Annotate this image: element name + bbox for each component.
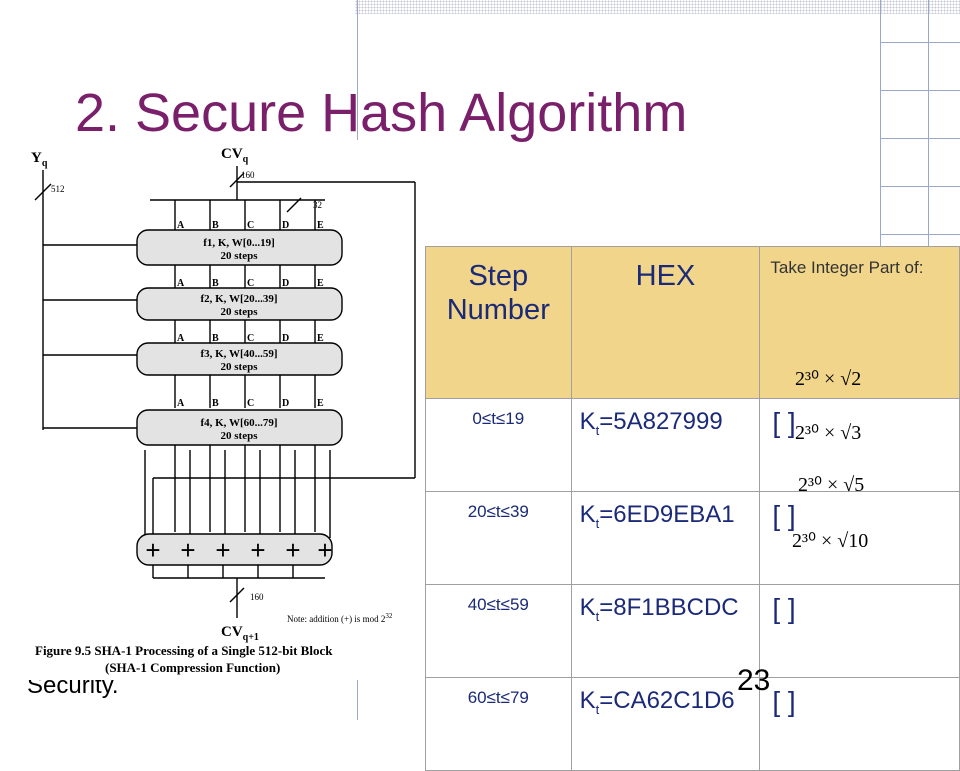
round-1-steps: 20 steps [221, 250, 259, 262]
svg-text:D: D [282, 398, 289, 409]
sha1-constants-table: Step Number HEX Take Integer Part of: 0≤… [425, 246, 960, 771]
decorative-line [880, 186, 960, 187]
svg-text:A: A [177, 398, 185, 409]
round-4-function: f4, K, W[60...79] [200, 417, 277, 429]
formula-sqrt-10: 2³⁰ × √10 [792, 530, 869, 552]
width-label: 160 [250, 592, 264, 602]
svg-text:+: + [285, 535, 300, 565]
header-hex: HEX [570, 246, 761, 399]
round-1-function: f1, K, W[0...19] [203, 237, 275, 249]
svg-text:+: + [145, 535, 160, 565]
integer-part-bracket: [ ] [759, 398, 960, 492]
svg-text:B: B [212, 278, 219, 289]
hex-constant: Kt=5A827999 [570, 398, 761, 492]
decorative-line [880, 138, 960, 139]
round-3-function: f3, K, W[40...59] [200, 348, 277, 360]
decorative-line [880, 90, 960, 91]
svg-text:C: C [247, 398, 254, 409]
y-label: Yq [31, 150, 48, 169]
svg-text:C: C [247, 278, 254, 289]
svg-text:E: E [317, 220, 324, 231]
svg-text:+: + [250, 535, 265, 565]
width-label: 160 [241, 170, 255, 180]
figure-caption-line-1: Figure 9.5 SHA-1 Processing of a Single … [35, 643, 333, 658]
round-3-steps: 20 steps [221, 361, 259, 373]
svg-text:E: E [317, 333, 324, 344]
width-label: 512 [51, 184, 65, 194]
svg-text:A: A [177, 333, 185, 344]
svg-text:E: E [317, 398, 324, 409]
svg-text:C: C [247, 220, 254, 231]
table-row: 0≤t≤19 Kt=5A827999 [ ] [425, 398, 960, 492]
svg-text:+: + [180, 535, 195, 565]
svg-text:B: B [212, 220, 219, 231]
round-4-steps: 20 steps [221, 430, 259, 442]
svg-text:E: E [317, 278, 324, 289]
svg-text:A: A [177, 220, 185, 231]
modulo-note: Note: addition (+) is mod 232 [287, 612, 393, 624]
table-row: 40≤t≤59 Kt=8F1BBCDC [ ] [425, 584, 960, 678]
step-range: 60≤t≤79 [425, 677, 572, 771]
svg-text:C: C [247, 333, 254, 344]
integer-part-bracket: [ ] [759, 584, 960, 678]
step-range: 40≤t≤59 [425, 584, 572, 678]
header-step-number: Step Number [425, 246, 572, 399]
svg-text:+: + [317, 535, 332, 565]
formula-sqrt-3: 2³⁰ × √3 [795, 422, 862, 444]
figure-caption-line-2: (SHA-1 Compression Function) [105, 660, 280, 675]
integer-part-bracket: [ ] [759, 491, 960, 585]
formula-sqrt-5: 2³⁰ × √5 [798, 474, 865, 496]
decorative-dot-band [355, 0, 960, 14]
cv-output-label: CVq+1 [221, 624, 259, 643]
decorative-line [880, 42, 960, 43]
hex-constant: Kt=CA62C1D6 [570, 677, 761, 771]
decorative-line [880, 234, 960, 235]
table-row: 60≤t≤79 Kt=CA62C1D6 [ ] [425, 677, 960, 771]
round-2-function: f2, K, W[20...39] [200, 293, 277, 305]
hex-constant: Kt=8F1BBCDC [570, 584, 761, 678]
width-label: 32 [313, 200, 322, 210]
svg-text:D: D [282, 333, 289, 344]
svg-text:+: + [215, 535, 230, 565]
table-header-row: Step Number HEX Take Integer Part of: [425, 246, 960, 399]
integer-part-bracket: [ ] [759, 677, 960, 771]
slide-title: 2. Secure Hash Algorithm [75, 83, 688, 143]
svg-text:B: B [212, 398, 219, 409]
page-number: 23 [737, 664, 771, 697]
sha1-compression-figure: Yq CVq 512 160 32 160 [25, 140, 425, 680]
round-2-steps: 20 steps [221, 306, 259, 318]
svg-text:A: A [177, 278, 185, 289]
formula-sqrt-2: 2³⁰ × √2 [795, 368, 862, 390]
svg-text:B: B [212, 333, 219, 344]
table-row: 20≤t≤39 Kt=6ED9EBA1 [ ] [425, 491, 960, 585]
step-range: 0≤t≤19 [425, 398, 572, 492]
svg-text:D: D [282, 278, 289, 289]
step-range: 20≤t≤39 [425, 491, 572, 585]
svg-text:D: D [282, 220, 289, 231]
cv-label: CVq [221, 146, 249, 165]
header-take-integer: Take Integer Part of: [759, 246, 960, 399]
hex-constant: Kt=6ED9EBA1 [570, 491, 761, 585]
